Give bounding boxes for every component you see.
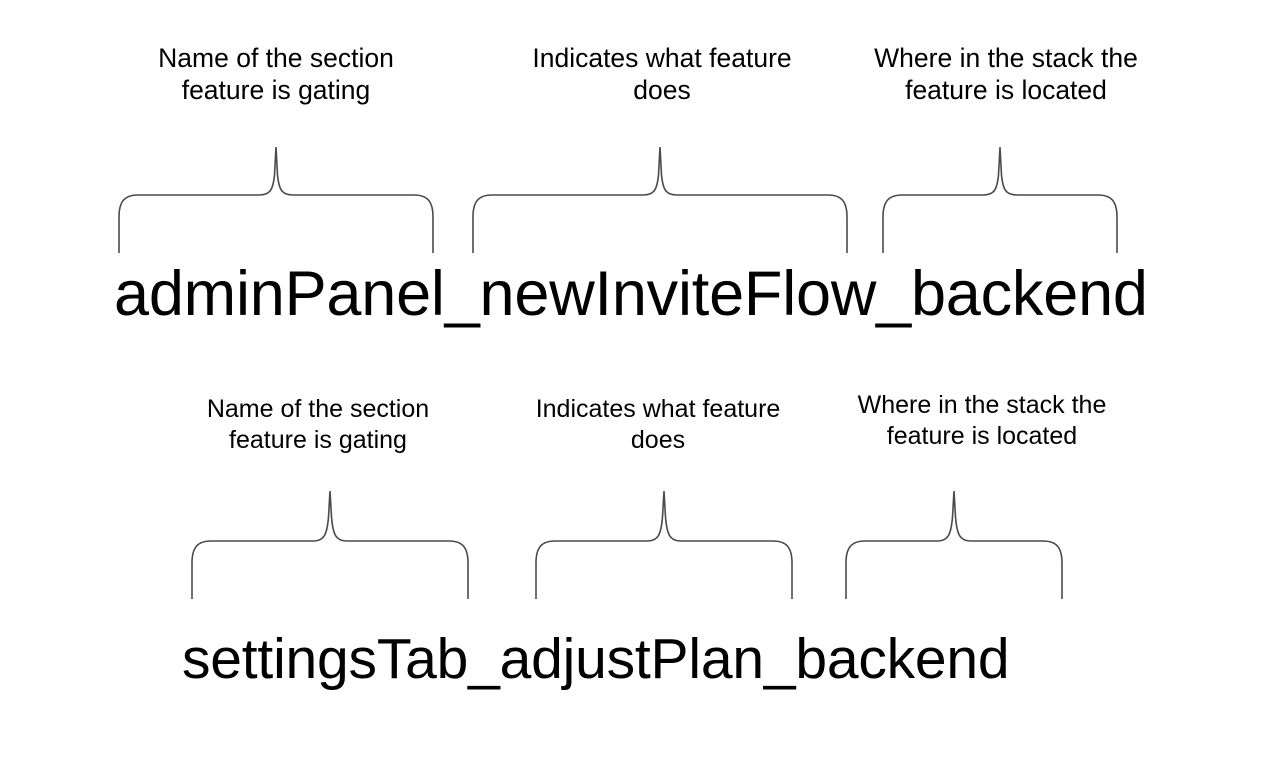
curly-brace-icon (880, 145, 1120, 253)
curly-brace-icon (533, 489, 795, 599)
curly-brace-icon (843, 489, 1065, 599)
segment-label-behavior: Indicates what feature does (532, 43, 792, 106)
curly-brace-icon (116, 145, 436, 253)
segment-label-section: Name of the section feature is gating (206, 395, 430, 454)
segment-label-stack-location: Where in the stack the feature is locate… (874, 43, 1138, 106)
segment-label-stack-location: Where in the stack the feature is locate… (857, 391, 1107, 450)
curly-brace-icon (189, 489, 471, 599)
curly-brace-icon (470, 145, 850, 253)
feature-flag-name: settingsTab_adjustPlan_backend (182, 627, 1010, 691)
segment-label-section: Name of the section feature is gating (158, 43, 394, 106)
segment-label-behavior: Indicates what feature does (535, 395, 781, 454)
feature-flag-name: adminPanel_newInviteFlow_backend (114, 259, 1148, 329)
